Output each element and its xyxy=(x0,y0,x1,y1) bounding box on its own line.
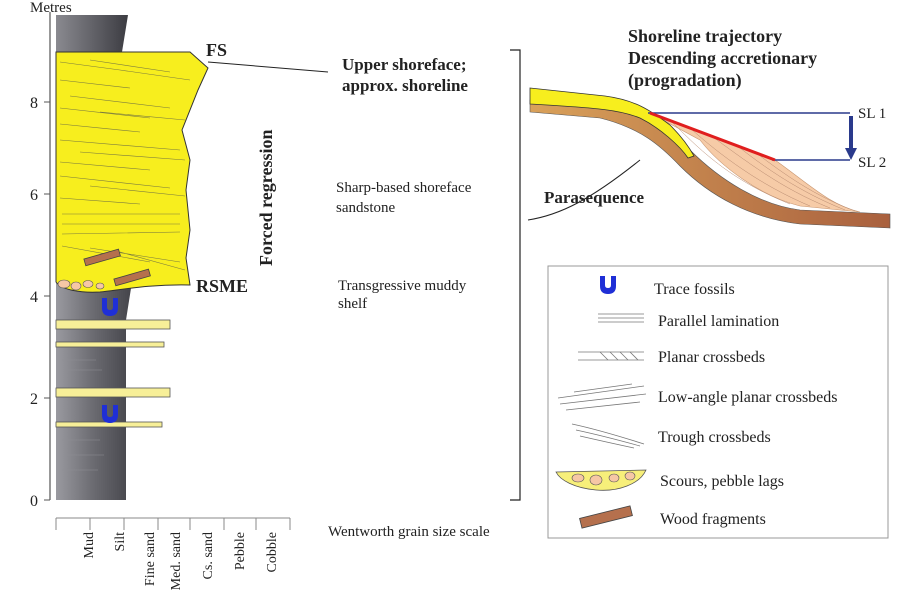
parallel-lamination-icon xyxy=(598,313,644,323)
planar-crossbed-icon xyxy=(578,351,644,361)
grain-cs-sand: Cs. sand xyxy=(201,532,216,579)
transgressive-label-1: Transgressive muddy xyxy=(338,278,467,294)
arrow-head-icon xyxy=(845,148,857,160)
grain-pebble: Pebble xyxy=(233,532,248,570)
sharp-based-label-2: sandstone xyxy=(336,200,396,216)
upper-shoreface-label-1: Upper shoreface; xyxy=(342,55,467,74)
legend-parallel: Parallel lamination xyxy=(658,313,779,330)
trace-fossil-icon xyxy=(102,298,118,316)
trajectory-title-1: Shoreline trajectory xyxy=(628,26,782,46)
thin-sand-bed-3 xyxy=(55,387,171,398)
upper-sand-wedge xyxy=(529,87,695,159)
trajectory-diagram: Shoreline trajectory Descending accretio… xyxy=(529,26,891,229)
fs-label: FS xyxy=(206,40,227,60)
foreset-laminae xyxy=(669,119,856,212)
log-column: Metres 0 2 4 6 8 xyxy=(30,0,329,590)
grain-scale-ticks xyxy=(55,518,291,530)
upper-shoreface-label-2: approx. shoreline xyxy=(342,76,468,95)
thin-sand-bed-2 xyxy=(55,341,165,348)
legend-scours: Scours, pebble lags xyxy=(660,473,784,490)
legend: Trace fossils Parallel lamination Planar… xyxy=(547,265,889,539)
shoreline-trajectory-line xyxy=(649,111,776,162)
grain-silt: Silt xyxy=(113,532,128,552)
legend-trough: Trough crossbeds xyxy=(658,429,771,446)
low-angle-crossbed-icon xyxy=(557,383,647,411)
axis-ticks: 0 2 4 6 8 xyxy=(30,95,50,510)
legend-trace-fossils: Trace fossils xyxy=(654,281,735,298)
trough-crossbed-icon xyxy=(571,423,645,449)
parasequence-bracket xyxy=(510,49,521,501)
wood-fragment xyxy=(83,248,121,267)
trajectory-title-3: (progradation) xyxy=(628,70,742,91)
sl1-label: SL 1 xyxy=(858,106,886,122)
units-label: Metres xyxy=(30,0,72,16)
tick-6: 6 xyxy=(30,187,38,204)
pebble-lag xyxy=(57,279,105,291)
sharp-based-label-1: Sharp-based shoreface xyxy=(336,180,472,196)
column-annotations: Upper shoreface; approx. shoreline Sharp… xyxy=(328,49,641,540)
pebble-icons xyxy=(571,471,636,486)
tick-8: 8 xyxy=(30,95,38,112)
mud-lamination xyxy=(62,359,104,471)
foreset-wedge xyxy=(649,112,861,213)
transgressive-label-2: shelf xyxy=(338,296,367,312)
wood-fragment xyxy=(113,268,151,287)
tick-4: 4 xyxy=(30,289,38,306)
upper-mud-cap xyxy=(56,15,128,52)
thin-sand-bed-1 xyxy=(55,319,171,330)
rsme-label: RSME xyxy=(196,276,248,296)
legend-planar: Planar crossbeds xyxy=(658,349,765,366)
legend-box xyxy=(547,265,889,539)
grain-mud: Mud xyxy=(82,532,97,558)
tick-2: 2 xyxy=(30,391,38,408)
trace-fossil-icon xyxy=(600,276,616,294)
legend-low-angle: Low-angle planar crossbeds xyxy=(658,389,838,406)
trajectory-title-2: Descending accretionary xyxy=(628,48,817,68)
tick-0: 0 xyxy=(30,493,38,510)
sandstone-crossbeds xyxy=(59,59,191,271)
parasequence-label: Parasequence xyxy=(544,188,645,207)
fs-leader-line xyxy=(207,61,329,73)
legend-wood: Wood fragments xyxy=(660,511,766,528)
grain-fine-sand: Fine sand xyxy=(143,532,158,586)
shoreface-sandstone xyxy=(55,51,209,293)
wood-fragment-icon xyxy=(579,505,633,529)
grain-med-sand: Med. sand xyxy=(169,532,184,590)
grain-cobble: Cobble xyxy=(265,532,280,572)
parasequence-leader-line xyxy=(527,159,641,221)
wentworth-label: Wentworth grain size scale xyxy=(328,524,490,540)
forced-regression-label: Forced regression xyxy=(256,130,276,266)
sl2-label: SL 2 xyxy=(858,155,886,171)
trace-fossil-icon xyxy=(102,405,118,423)
